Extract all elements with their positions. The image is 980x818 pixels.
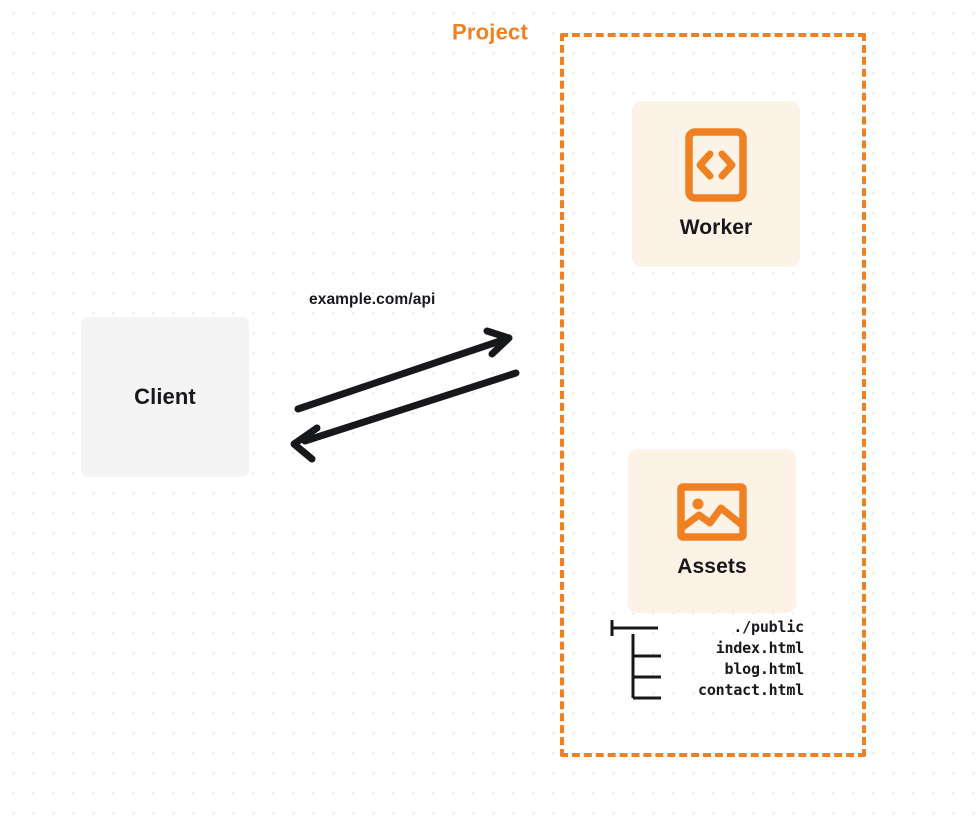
file-tree-labels: ./public index.html blog.html contact.ht…	[604, 617, 804, 701]
file-tree-item: index.html	[715, 639, 805, 657]
node-client-label: Client	[134, 384, 196, 409]
image-icon	[677, 483, 747, 541]
connection-label: example.com/api	[309, 291, 436, 308]
arrow-response	[290, 369, 520, 463]
card-worker-label: Worker	[679, 216, 753, 239]
card-worker[interactable]: Worker	[632, 101, 800, 267]
assets-file-tree: ./public index.html blog.html contact.ht…	[604, 617, 804, 703]
node-client[interactable]: Client	[81, 317, 249, 477]
card-assets[interactable]: Assets	[628, 449, 796, 613]
file-tree-item: ./public	[733, 618, 804, 636]
code-brackets-icon	[685, 128, 747, 202]
file-tree-item: blog.html	[724, 660, 805, 678]
project-title: Project	[445, 19, 535, 46]
project-boundary	[560, 33, 866, 757]
file-tree-connectors	[610, 620, 661, 700]
file-tree-item: contact.html	[698, 681, 804, 699]
card-assets-label: Assets	[677, 555, 747, 578]
arrow-request	[294, 327, 513, 413]
